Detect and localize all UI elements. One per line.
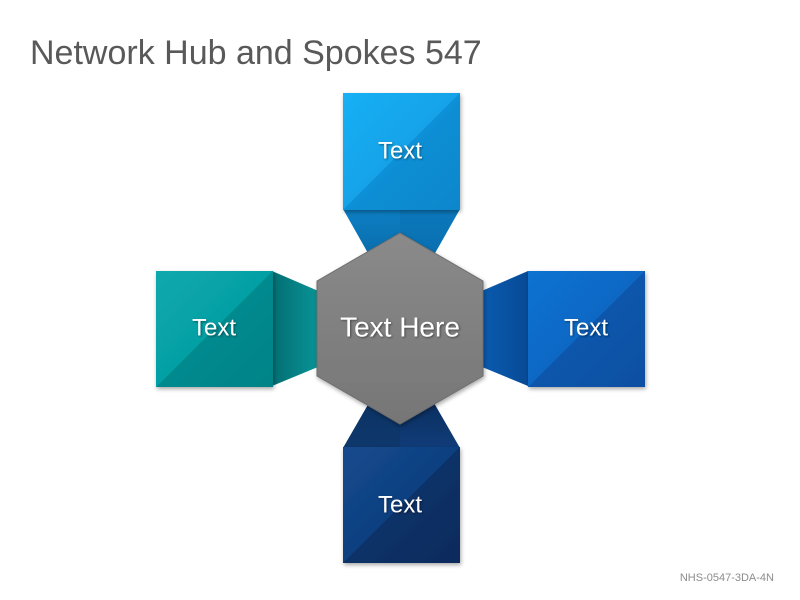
spoke-top-facet <box>343 93 460 210</box>
spoke-right[interactable]: Text <box>528 271 645 387</box>
spoke-right-label: Text <box>564 314 608 341</box>
spoke-right-facet <box>528 271 645 387</box>
connector-left <box>272 271 330 386</box>
slide-title: Network Hub and Spokes 547 <box>30 34 482 72</box>
connector-right <box>470 271 528 386</box>
spoke-left-label: Text <box>192 314 236 341</box>
hub-label: Text Here <box>340 311 460 342</box>
spoke-bottom-label: Text <box>378 491 422 518</box>
hub[interactable]: Text Here <box>316 232 484 425</box>
spoke-left[interactable]: Text <box>156 271 273 387</box>
spoke-left-facet <box>156 271 273 387</box>
spoke-top-label: Text <box>378 137 422 164</box>
spoke-bottom[interactable]: Text <box>343 447 460 563</box>
spoke-bottom-facet <box>343 447 460 563</box>
footer-code: NHS-0547-3DA-4N <box>679 572 774 584</box>
spoke-top[interactable]: Text <box>343 93 460 210</box>
hub-hexagon <box>316 232 484 425</box>
